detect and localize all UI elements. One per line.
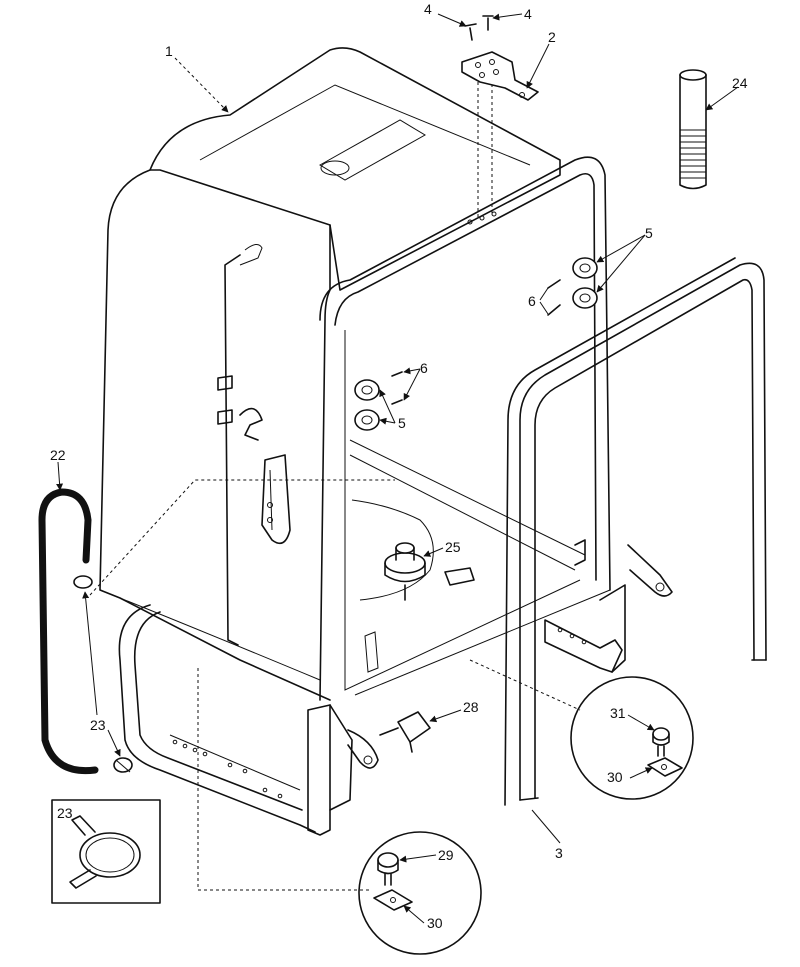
drain-hose xyxy=(38,488,99,775)
leader-lines xyxy=(56,13,739,924)
float-assembly xyxy=(384,542,426,601)
roller-upper-right xyxy=(547,257,598,316)
callout-labels: 1 2 3 4 4 5 5 6 6 22 23 23 24 25 28 29 3… xyxy=(50,1,748,931)
callout-5-left: 5 xyxy=(398,415,406,431)
float-switch xyxy=(379,711,431,753)
tube-ribs xyxy=(680,129,706,179)
callout-25: 25 xyxy=(445,539,461,555)
callout-30-lower: 30 xyxy=(427,915,443,931)
callout-2: 2 xyxy=(548,29,556,45)
fill-tube xyxy=(679,69,707,190)
callout-22: 22 xyxy=(50,447,66,463)
callout-4-left: 4 xyxy=(424,1,432,17)
callout-5-right: 5 xyxy=(645,225,653,241)
callout-6-right: 6 xyxy=(528,293,536,309)
screws-4 xyxy=(464,15,494,41)
callout-31: 31 xyxy=(610,705,626,721)
thermostat-detail-circle xyxy=(570,676,694,800)
base-rail-holes xyxy=(557,627,587,645)
door-gasket xyxy=(504,257,767,806)
hose-clamp-upper xyxy=(73,575,93,589)
callout-24: 24 xyxy=(732,75,748,91)
roller-left xyxy=(354,371,403,431)
hose-clamp-lower xyxy=(113,757,133,773)
top-bracket xyxy=(461,51,539,101)
tub xyxy=(89,47,673,891)
callout-23-side: 23 xyxy=(90,717,106,733)
callout-6-left: 6 xyxy=(420,360,428,376)
callout-4-right: 4 xyxy=(524,6,532,22)
callout-29: 29 xyxy=(438,847,454,863)
callout-28: 28 xyxy=(463,699,479,715)
callout-3: 3 xyxy=(555,845,563,861)
thermostat-detail-circle-lower xyxy=(358,831,482,955)
callout-23-box: 23 xyxy=(57,805,73,821)
clamp-detail-box xyxy=(51,799,161,904)
base-holes xyxy=(172,739,283,799)
callout-1: 1 xyxy=(165,43,173,59)
callout-30-right: 30 xyxy=(607,769,623,785)
